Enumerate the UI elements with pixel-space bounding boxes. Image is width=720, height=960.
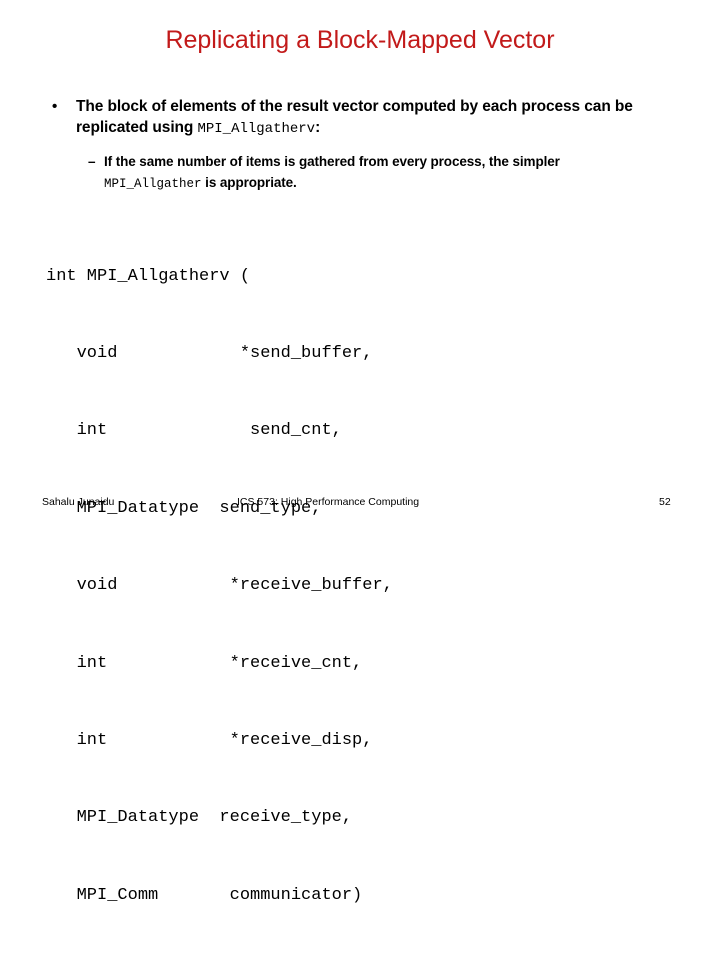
- footer-author: Sahalu Junaidu: [42, 496, 115, 508]
- bullet-list: • The block of elements of the result vec…: [44, 96, 704, 194]
- page-title: Replicating a Block-Mapped Vector: [165, 26, 555, 54]
- code-line: int send_cnt,: [46, 421, 342, 441]
- bullet-secondary-line2-after: is appropriate.: [201, 175, 297, 190]
- bullet-primary-text-after: :: [315, 119, 321, 136]
- bullet-secondary-line1: If the same number of items is gathered …: [104, 154, 560, 169]
- bullet-item-primary: • The block of elements of the result vec…: [44, 96, 704, 140]
- code-line: MPI_Datatype send_type,: [46, 498, 322, 518]
- footer-course-title: ICS 573: High Performance Computing: [237, 496, 420, 508]
- dash-marker-icon: –: [88, 154, 96, 169]
- bullet-primary-text-before: The block of elements of the result vect…: [76, 98, 633, 136]
- code-signature-block: int MPI_Allgatherv ( void *send_buffer, …: [46, 212, 393, 960]
- bullet-primary-code-term: MPI_Allgatherv: [197, 121, 316, 137]
- footer-page-number: 52: [659, 496, 671, 508]
- code-line: void *receive_buffer,: [46, 576, 393, 596]
- bullet-marker-icon: •: [52, 98, 58, 115]
- slide-footer: Sahalu Junaidu ICS 573: High Performance…: [0, 496, 720, 516]
- code-line: MPI_Datatype receive_type,: [46, 808, 353, 828]
- code-line: MPI_Comm communicator): [46, 885, 363, 905]
- code-line: int *receive_cnt,: [46, 653, 363, 673]
- code-line: void *send_buffer,: [46, 343, 373, 363]
- code-line: int MPI_Allgatherv (: [46, 266, 251, 286]
- code-line: int *receive_disp,: [46, 730, 373, 750]
- bullet-secondary-code-term: MPI_Allgather: [104, 177, 202, 191]
- bullet-item-secondary: –If the same number of items is gathered…: [88, 152, 704, 194]
- slide-canvas: Replicating a Block-Mapped Vector • The b…: [0, 26, 720, 905]
